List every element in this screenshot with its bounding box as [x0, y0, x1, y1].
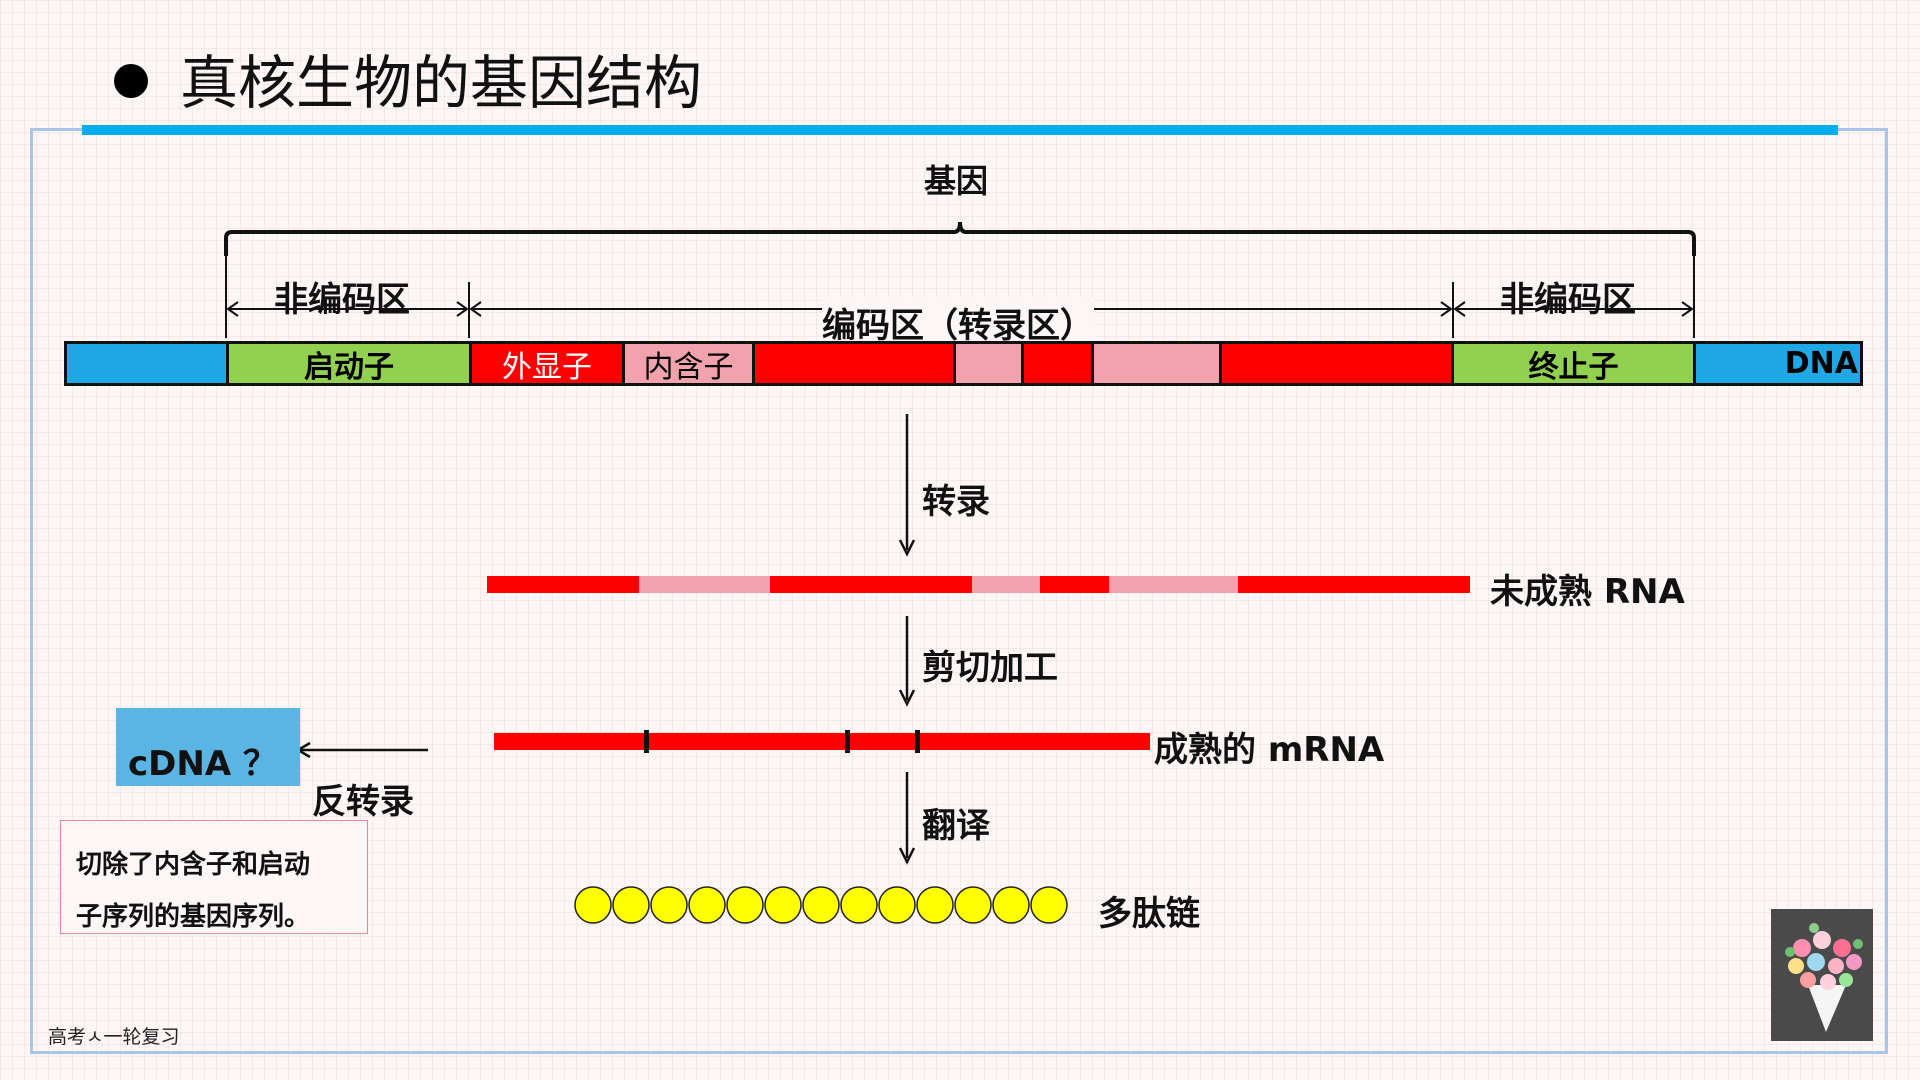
gene-label: 基因 [924, 162, 989, 200]
cdna-box [116, 708, 300, 786]
terminator-segment: 终止子 [1454, 344, 1696, 385]
page-title: 真核生物的基因结构 [180, 49, 703, 117]
terminator-label: 终止子 [1528, 349, 1619, 385]
amino-acid-bead [726, 886, 764, 924]
dna-flank-right: DNA [1696, 344, 1860, 383]
title-bullet [114, 64, 148, 98]
dna-flank-left [67, 344, 229, 383]
immature-rna-label: 未成熟 RNA [1490, 572, 1685, 612]
note-line-2: 子序列的基因序列。 [76, 902, 311, 932]
amino-acid-bead [916, 886, 954, 924]
translation-label: 翻译 [922, 806, 990, 846]
amino-acid-bead [954, 886, 992, 924]
note-box [60, 820, 368, 934]
intron-segment [1094, 344, 1222, 383]
coding-region-label: 编码区（转录区） [822, 298, 1094, 347]
noncoding-right-label: 非编码区 [1500, 280, 1636, 320]
amino-acid-bead [992, 886, 1030, 924]
amino-acid-bead [840, 886, 878, 924]
title-underline [82, 125, 1838, 135]
amino-acid-bead [878, 886, 916, 924]
amino-acid-bead [688, 886, 726, 924]
immature-rna-strand [487, 576, 1470, 593]
reverse-transcription-arrow [295, 741, 428, 759]
noncoding-right-arrow [1453, 301, 1694, 317]
dna-bar: 启动子 外显子 内含子 终止子 DNA [64, 341, 1863, 386]
exon-segment [755, 344, 956, 383]
intron-label: 内含子 [643, 349, 734, 385]
amino-acid-bead [764, 886, 802, 924]
noncoding-left-arrow [226, 301, 469, 317]
amino-acid-bead [574, 886, 612, 924]
exon-label: 外显子 [502, 349, 592, 385]
exon-segment [1024, 344, 1094, 383]
mature-mrna-label: 成熟的 mRNA [1154, 730, 1385, 770]
polypeptide-chain [574, 886, 1068, 924]
mature-mrna-strand [494, 730, 1150, 753]
footer-text: 高考ㅅ一轮复习 [48, 1026, 180, 1048]
translation-arrow [898, 772, 916, 865]
promoter-label: 启动子 [304, 349, 394, 385]
amino-acid-bead [650, 886, 688, 924]
intron-segment: 内含子 [625, 344, 755, 385]
dna-label: DNA [1784, 346, 1858, 381]
cdna-label: cDNA ？ [128, 744, 277, 784]
polypeptide-label: 多肽链 [1098, 894, 1200, 934]
amino-acid-bead [1030, 886, 1068, 924]
gene-brace [224, 221, 1696, 256]
reverse-transcription-label: 反转录 [312, 782, 414, 822]
transcription-label: 转录 [922, 482, 990, 522]
splicing-label: 剪切加工 [922, 648, 1058, 688]
exon-segment [1222, 344, 1454, 383]
noncoding-left-label: 非编码区 [274, 280, 410, 320]
amino-acid-bead [802, 886, 840, 924]
exon-segment: 外显子 [472, 344, 625, 385]
note-line-1: 切除了内含子和启动 [76, 850, 311, 880]
intron-segment [956, 344, 1024, 383]
splicing-arrow [898, 616, 916, 707]
transcription-arrow [898, 414, 916, 557]
bouquet-illustration [1771, 909, 1873, 1041]
amino-acid-bead [612, 886, 650, 924]
promoter-segment: 启动子 [229, 344, 472, 385]
